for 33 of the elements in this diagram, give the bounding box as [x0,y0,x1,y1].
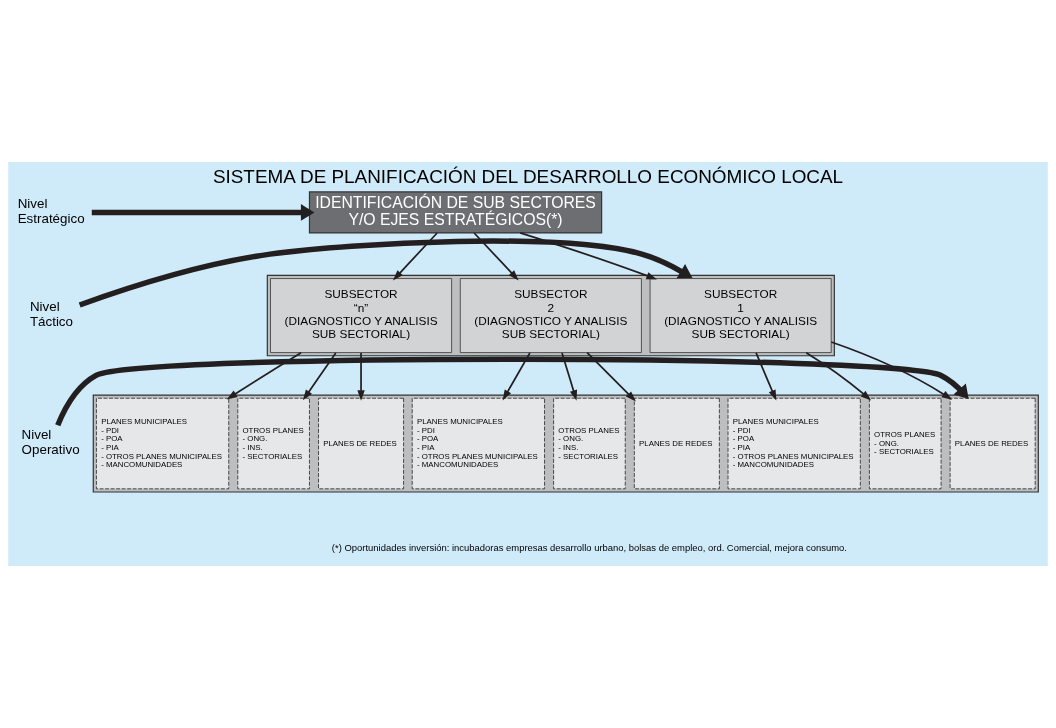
arrow [473,232,519,281]
arrow [586,351,636,402]
node-box: SUBSECTOR 1 (DIAGNOSTICO Y ANALISIS SUB SECTORIAL) [649,278,832,353]
arrow [519,232,657,280]
node-box: IDENTIFICACIÓN DE SUB SECTORES Y/O EJES ESTRATÉGICOS(*) [308,191,603,234]
node-box: OTROS PLANES - ONG. - INS. - SECTORIALES [553,397,626,490]
arrow [226,351,302,400]
arrow [830,341,953,400]
diagram-title: SISTEMA DE PLANIFICACIÓN DEL DESARROLLO ECONÓMICO LOCAL [212,166,844,188]
arrow [502,352,531,401]
node-box: PLANES DE REDES [949,397,1036,490]
node-box: PLANES DE REDES [633,397,720,490]
arrow [392,232,438,281]
node-box: PLANES DE REDES [318,397,404,490]
arrow [561,352,578,401]
arrow [805,351,872,401]
caption: (*) Oportunidades inversión: incubadoras empresas desarrollo urbano, bolsas de empleo, ord. Comercial, mejora consumo. [331,542,847,554]
node-text: Nivel Operativo [21,427,80,458]
node-box: SUBSECTOR 2 (DIAGNOSTICO Y ANALISIS SUB SECTORIAL) [459,278,642,353]
node-box: OTROS PLANES - ONG. - SECTORIALES [869,397,942,490]
arrow [91,204,315,221]
node-box: PLANES MUNICIPALES - PDI - POA - PIA - OTROS PLANES MUNICIPALES - MANCOMUNIDADES [96,397,230,490]
node-text: Nivel Estratégico [17,196,85,227]
arrow [55,356,969,427]
node-box: PLANES MUNICIPALES - PDI - POA - PIA - OTROS PLANES MUNICIPALES - MANCOMUNIDADES [727,397,861,490]
arrow [78,238,693,308]
node-text: Nivel Táctico [29,299,74,330]
node-box: PLANES MUNICIPALES - PDI - POA - PIA - OTROS PLANES MUNICIPALES - MANCOMUNIDADES [411,397,545,490]
arrow [357,352,365,401]
arrow [755,352,777,401]
node-box: SUBSECTOR “n” (DIAGNOSTICO Y ANALISIS SUB SECTORIAL) [270,278,452,353]
arrow [302,352,337,401]
node-box: OTROS PLANES - ONG. - INS. - SECTORIALES [237,397,310,490]
